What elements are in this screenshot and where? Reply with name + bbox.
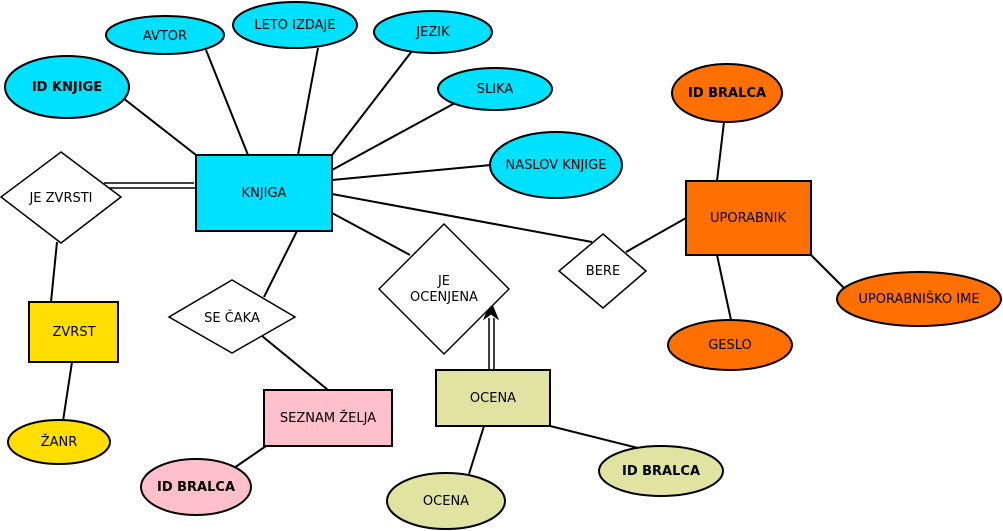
double-line-knjiga-je-zvrsti (104, 182, 198, 189)
entity-uporabnik (685, 180, 812, 256)
attr-avtor-label: AVTOR (143, 29, 187, 44)
line-uporabnik-id-bralca (716, 121, 725, 182)
attr-leto-izdaje-label: LETO IZDAJE (254, 18, 335, 33)
relationship-je-ocenjena-label-1: JE (437, 274, 450, 289)
attr-id-bralca-seznam-label: ID BRALCA (157, 480, 235, 495)
entity-seznam-zelja-label: SEZNAM ŽELJA (280, 410, 376, 426)
relationship-je-zvrsti-label: JE ZVRSTI (28, 191, 92, 206)
attr-jezik (373, 10, 493, 54)
entity-ocena-label: OCENA (470, 391, 516, 406)
relationship-je-zvrsti (0, 151, 123, 244)
attr-ocena-value (386, 472, 506, 530)
attr-avtor (105, 15, 225, 55)
line-je-zvrsti-zvrst (50, 241, 58, 303)
attr-naslov-knjige (489, 131, 623, 199)
attr-id-bralca-ocena-label: ID BRALCA (622, 464, 700, 479)
attr-zanr-label: ŽANR (41, 434, 78, 450)
relationship-je-ocenjena-label-2: OCENJENA (410, 290, 478, 305)
entity-zvrst-label: ZVRST (52, 325, 95, 340)
attr-geslo (667, 319, 793, 371)
attr-ocena-value-label: OCENA (423, 494, 469, 509)
relationship-bere-label: BERE (586, 264, 620, 279)
entity-knjiga (195, 154, 333, 232)
line-se-caka-seznam (261, 335, 329, 391)
attr-naslov-knjige-label: NASLOV KNJIGE (506, 158, 607, 173)
line-knjiga-naslov (331, 164, 492, 181)
relationship-bere (557, 233, 648, 309)
line-knjiga-se-caka (263, 230, 298, 298)
line-knjiga-id-knjige (122, 97, 197, 156)
line-ocena-id-bralca (549, 425, 639, 449)
entity-seznam-zelja (263, 389, 393, 447)
line-knjiga-leto-izdaje (297, 47, 319, 156)
entity-ocena (435, 369, 551, 427)
line-uporabnik-uporabnisko-ime (810, 254, 847, 291)
attr-uporabnisko-ime (836, 271, 1002, 327)
attr-slika (437, 67, 553, 111)
attr-id-bralca-ocena (598, 445, 724, 497)
line-ocena-value (468, 425, 485, 475)
double-arrow-ocena-je-ocenjena (488, 318, 495, 370)
attr-slika-label: SLIKA (477, 82, 514, 97)
line-knjiga-bere (331, 193, 593, 243)
line-seznam-id-bralca (233, 445, 267, 469)
attr-zanr (7, 419, 111, 465)
attr-id-bralca-uporabnik (671, 63, 783, 123)
attr-id-bralca-seznam (140, 458, 252, 516)
relationship-se-caka (167, 279, 297, 354)
entity-zvrst (28, 301, 119, 363)
arrow-head-icon (482, 300, 500, 321)
attr-jezik-label: JEZIK (415, 25, 450, 40)
attr-uporabnisko-ime-label: UPORABNIŠKO IME (858, 291, 979, 307)
line-knjiga-jezik (331, 50, 413, 156)
line-zvrst-zanr (62, 361, 73, 422)
connector-lines (50, 47, 847, 475)
attr-id-knjige (4, 55, 130, 119)
line-uporabnik-geslo (716, 254, 732, 321)
entity-knjiga-label: KNJIGA (242, 186, 287, 201)
relationship-je-ocenjena (377, 222, 511, 356)
line-knjiga-avtor (205, 49, 249, 156)
attr-geslo-label: GESLO (708, 338, 752, 353)
attr-id-knjige-label: ID KNJIGE (32, 80, 102, 95)
attr-leto-izdaje (232, 1, 358, 49)
entity-uporabnik-label: UPORABNIK (710, 211, 786, 226)
relationship-se-caka-label: SE ČAKA (204, 310, 260, 326)
line-knjiga-je-ocenjena (331, 212, 411, 256)
line-bere-uporabnik (625, 217, 687, 253)
attr-id-bralca-uporabnik-label: ID BRALCA (688, 86, 766, 101)
line-knjiga-slika (331, 102, 456, 171)
